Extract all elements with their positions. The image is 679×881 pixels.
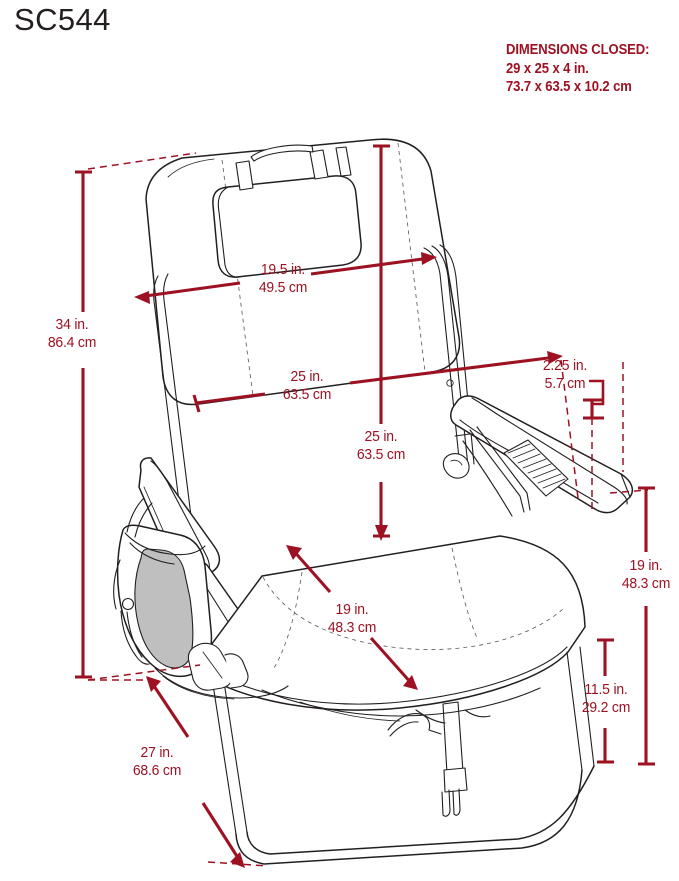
dimension-armrest-thickness — [583, 362, 624, 510]
headrest-pillow — [212, 175, 362, 278]
back-frame-tubes — [423, 244, 475, 469]
overall-height-centimeters: 86.4 cm — [47, 334, 97, 351]
seat-depth-centimeters: 48.3 cm — [327, 619, 377, 636]
closed-dimensions-callout: DIMENSIONS CLOSED: 29 x 25 x 4 in. 73.7 … — [506, 41, 649, 97]
dimension-seat-height — [597, 638, 614, 764]
dimension-backrest-height — [373, 144, 390, 541]
seat-depth-inches: 19 in. — [335, 601, 369, 618]
closed-dimensions-heading: DIMENSIONS CLOSED: — [506, 42, 650, 58]
dimension-overall-depth — [88, 676, 269, 868]
buckle-strap — [387, 701, 468, 817]
dimension-label-seat-depth: 19 in. 48.3 cm — [327, 601, 377, 637]
armrest-height-inches: 19 in. — [629, 557, 663, 574]
dimension-seat-depth — [286, 545, 418, 690]
dimension-label-backrest-height: 25 in. 63.5 cm — [356, 428, 406, 464]
seat-height-centimeters: 29.2 cm — [581, 699, 631, 716]
dimension-label-overall-height: 34 in. 86.4 cm — [47, 316, 97, 352]
armrest-thickness-centimeters: 5.7 cm — [544, 375, 586, 392]
shoulder-straps — [235, 144, 352, 191]
dimension-label-armrest-thickness: 2.25 in. 5.7 cm — [543, 357, 587, 393]
backrest-lower-width-centimeters: 63.5 cm — [282, 386, 332, 403]
armrest-ribbed-grip — [503, 439, 569, 497]
dimension-backrest-width — [134, 252, 437, 304]
dimension-label-overall-depth: 27 in. 68.6 cm — [132, 744, 182, 780]
bottom-frame-loop — [235, 765, 595, 865]
right-armrest-support — [442, 426, 531, 517]
armrest-thickness-inches: 2.25 in. — [542, 357, 588, 374]
dimension-label-backrest-lower-width: 25 in. 63.5 cm — [282, 368, 332, 404]
dimension-label-armrest-height: 19 in. 48.3 cm — [621, 557, 671, 593]
dimension-armrest-height — [609, 486, 655, 766]
left-hinge-cluster — [187, 642, 249, 691]
dimension-label-seat-height: 11.5 in. 29.2 cm — [581, 681, 631, 717]
pouch-strap — [126, 497, 153, 538]
overall-height-inches: 34 in. — [55, 316, 89, 333]
dimension-overall-height — [75, 152, 201, 681]
dimension-backrest-lower-width — [192, 351, 579, 499]
page-title: SC544 — [14, 2, 111, 37]
backrest-lower-width-inches: 25 in. — [290, 368, 324, 385]
backrest-height-centimeters: 63.5 cm — [356, 446, 406, 463]
chair-illustration — [113, 138, 633, 865]
dimension-label-backrest-width: 19.5 in. 49.5 cm — [258, 261, 308, 297]
dimension-annotations — [75, 144, 655, 868]
overall-depth-centimeters: 68.6 cm — [132, 762, 182, 779]
armrest-height-centimeters: 48.3 cm — [621, 575, 671, 592]
overall-depth-inches: 27 in. — [140, 744, 174, 761]
seat-underside — [261, 687, 541, 724]
closed-dimensions-inches: 29 x 25 x 4 in. — [506, 60, 589, 77]
backrest-seams — [221, 142, 426, 397]
closed-dimensions-centimeters: 73.7 x 63.5 x 10.2 cm — [506, 79, 632, 95]
backrest-width-inches: 19.5 in. — [260, 261, 306, 278]
seat-panel — [198, 535, 586, 711]
seat-height-inches: 11.5 in. — [584, 681, 628, 698]
pouch-lower-tail — [154, 667, 289, 700]
back-frame-tube-left — [153, 273, 192, 519]
backrest-width-centimeters: 49.5 cm — [258, 279, 308, 296]
backrest-height-inches: 25 in. — [364, 428, 398, 445]
frame-legs — [211, 646, 595, 835]
